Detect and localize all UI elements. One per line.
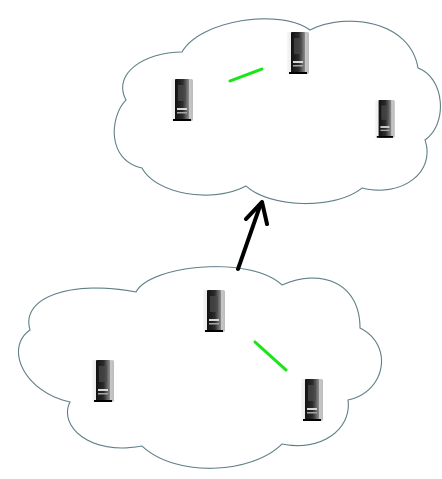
bottom-cloud-link: [253, 340, 288, 372]
server-icon: [203, 290, 225, 332]
server-icon: [171, 79, 193, 121]
arrow-up-icon: [236, 200, 269, 271]
bottom-cloud: [18, 266, 383, 469]
server-icon: [301, 379, 323, 421]
server-icon: [287, 32, 309, 74]
server-icon: [375, 100, 395, 138]
top-cloud: [113, 18, 441, 205]
server-icon: [92, 360, 114, 402]
top-cloud-link: [228, 67, 264, 83]
